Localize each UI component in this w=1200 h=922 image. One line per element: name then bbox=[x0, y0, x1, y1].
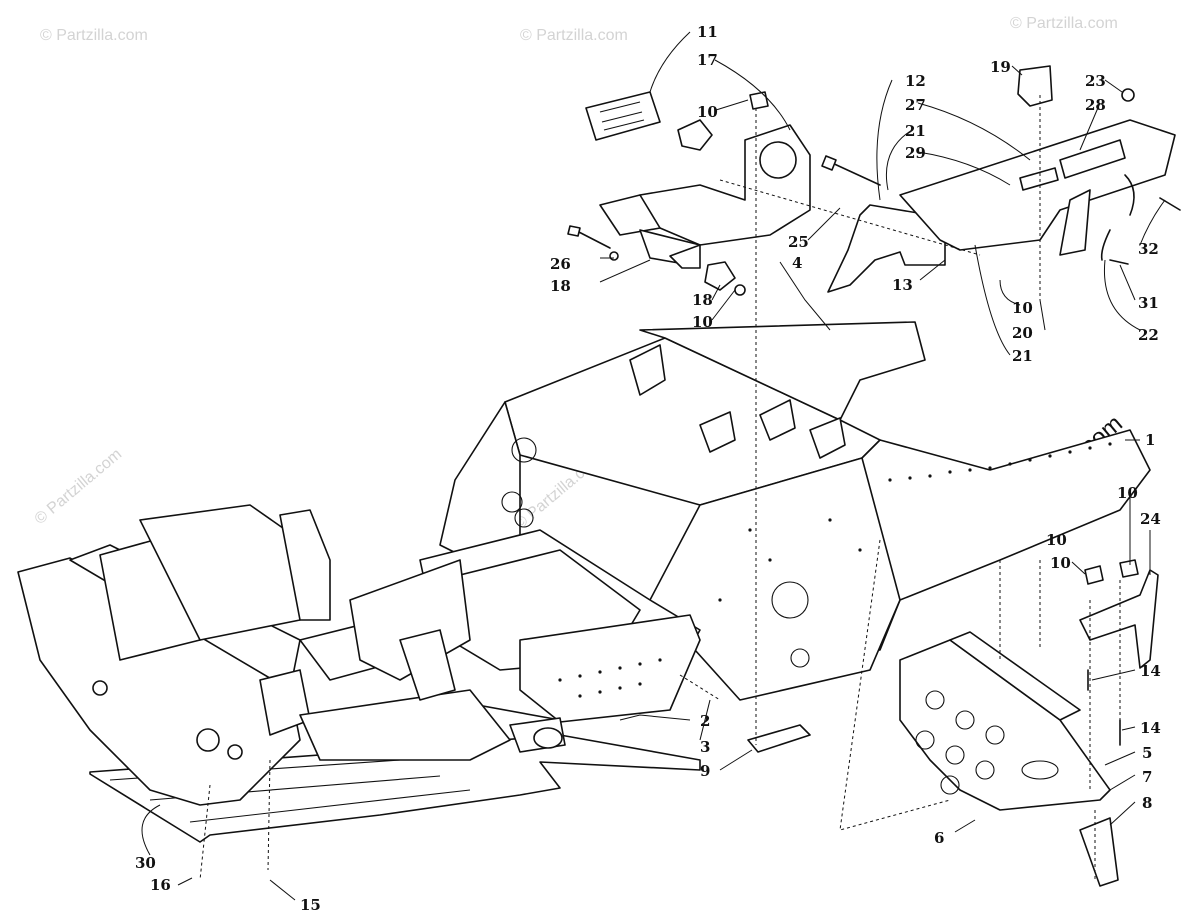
callout-28: 28 bbox=[1085, 96, 1106, 114]
callout-26: 26 bbox=[550, 255, 571, 273]
callout-18-b: 18 bbox=[692, 291, 713, 309]
callout-22: 22 bbox=[1138, 326, 1159, 344]
callout-31: 31 bbox=[1138, 294, 1159, 312]
callout-10-c: 10 bbox=[1012, 299, 1033, 317]
callout-25: 25 bbox=[788, 233, 809, 251]
callout-5: 5 bbox=[1142, 744, 1152, 762]
steering-support-part bbox=[599, 124, 811, 269]
svg-text:© Partzilla.com: © Partzilla.com bbox=[32, 446, 126, 528]
callout-32: 32 bbox=[1138, 240, 1159, 258]
callout-23: 23 bbox=[1085, 72, 1106, 90]
callout-10-a: 10 bbox=[697, 103, 718, 121]
callout-18-a: 18 bbox=[550, 277, 571, 295]
callout-11: 11 bbox=[697, 23, 718, 41]
callout-10-f: 10 bbox=[1046, 531, 1067, 549]
callout-12: 12 bbox=[905, 72, 926, 90]
wire-harness-part bbox=[1100, 174, 1181, 265]
callout-27: 27 bbox=[905, 96, 926, 114]
assembly-lines bbox=[199, 95, 1121, 881]
callout-10-e: 10 bbox=[1117, 484, 1138, 502]
cap-23-part bbox=[1121, 88, 1135, 102]
leader-lines bbox=[141, 31, 1166, 901]
dome-washer-part bbox=[677, 119, 713, 151]
plate-8-part bbox=[1079, 817, 1119, 887]
callout-20: 20 bbox=[1012, 324, 1033, 342]
callout-2: 2 bbox=[700, 712, 710, 730]
callout-30: 30 bbox=[135, 854, 156, 872]
callout-7: 7 bbox=[1142, 768, 1152, 786]
callout-14-a: 14 bbox=[1140, 662, 1161, 680]
nut-10-lower-part bbox=[1084, 565, 1104, 585]
nut-10-top-part bbox=[749, 91, 769, 110]
callout-19: 19 bbox=[990, 58, 1011, 76]
main-frame-part bbox=[419, 321, 1151, 723]
callout-21-b: 21 bbox=[1012, 347, 1033, 365]
callout-6: 6 bbox=[934, 829, 944, 847]
clip-19-part bbox=[1017, 65, 1053, 107]
callouts: 1 2 3 4 5 6 7 8 9 10 10 10 10 10 10 11 1… bbox=[135, 23, 1161, 914]
svg-text:© Partzilla.com: © Partzilla.com bbox=[520, 27, 628, 44]
callout-17: 17 bbox=[697, 51, 718, 69]
callout-15: 15 bbox=[300, 896, 321, 914]
callout-8: 8 bbox=[1142, 794, 1152, 812]
svg-text:© Partzilla.com: © Partzilla.com bbox=[40, 27, 148, 44]
bolt-12-part bbox=[821, 155, 881, 186]
callout-9: 9 bbox=[700, 762, 710, 780]
callout-14-b: 14 bbox=[1140, 719, 1161, 737]
callout-4: 4 bbox=[792, 254, 802, 272]
nut-10-lower2-part bbox=[1119, 559, 1139, 578]
callout-29: 29 bbox=[905, 144, 926, 162]
callout-3: 3 bbox=[700, 738, 710, 756]
callout-10-b: 10 bbox=[692, 313, 713, 331]
plate-9-part bbox=[747, 724, 811, 753]
callout-21-a: 21 bbox=[905, 122, 926, 140]
plate-11-part bbox=[585, 91, 661, 141]
nut-10-mid-part bbox=[704, 261, 746, 296]
callout-10-d: 10 bbox=[1050, 554, 1071, 572]
footrest-bracket-part bbox=[899, 631, 1111, 811]
front-suspension-frame-part bbox=[17, 504, 566, 806]
bracket-24-part bbox=[1079, 569, 1159, 669]
bolt-26-part bbox=[567, 225, 619, 261]
callout-24: 24 bbox=[1140, 510, 1161, 528]
callout-1: 1 bbox=[1145, 431, 1155, 449]
callout-13: 13 bbox=[892, 276, 913, 294]
console-29-part bbox=[899, 119, 1176, 256]
callout-16: 16 bbox=[150, 876, 171, 894]
svg-text:© Partzilla.com: © Partzilla.com bbox=[1010, 15, 1118, 32]
